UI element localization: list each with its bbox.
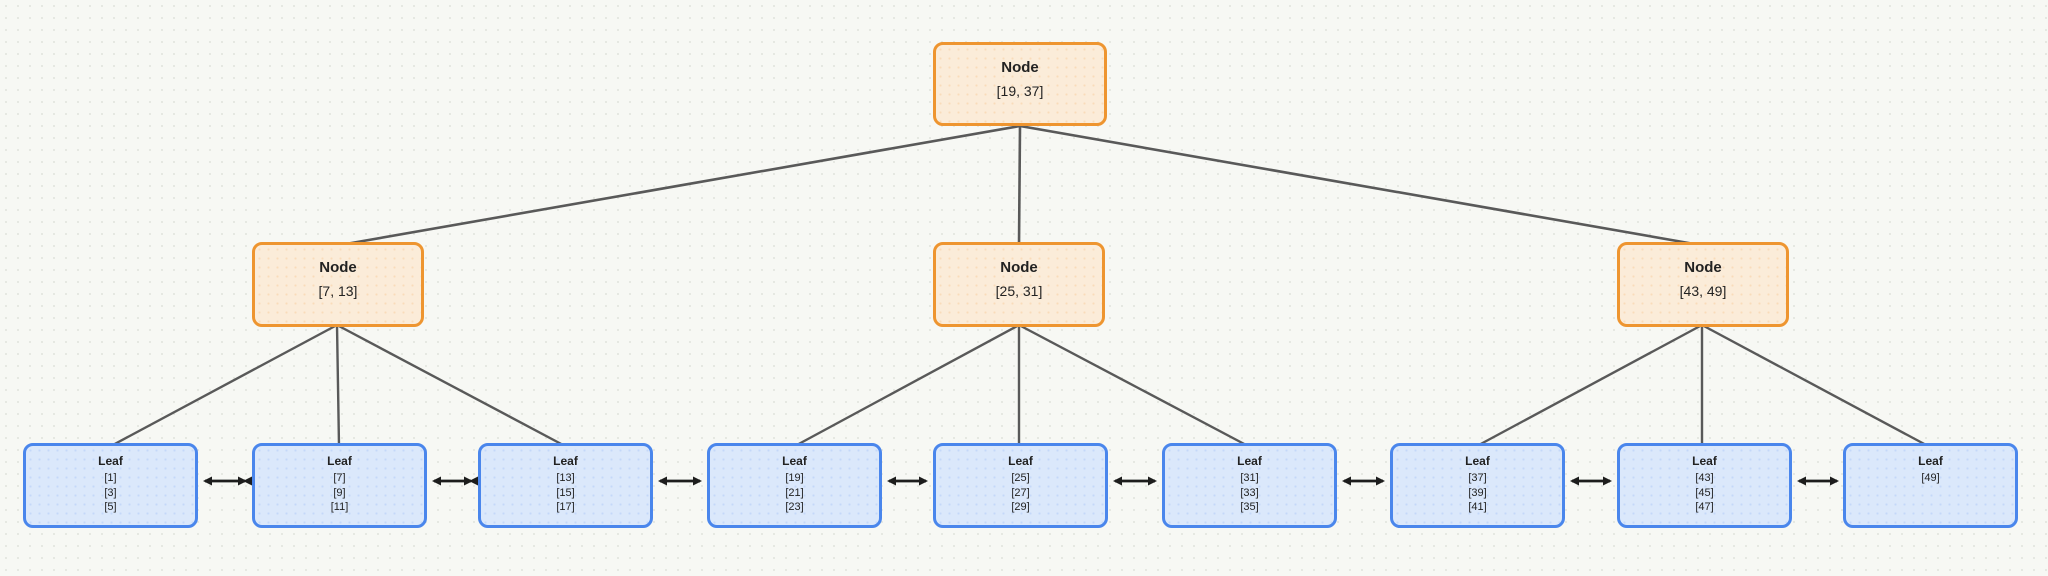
leaf-value: [47]	[1695, 501, 1714, 513]
node-label: Node	[1000, 259, 1038, 276]
leaf-label: Leaf	[1692, 454, 1717, 468]
node-keys: [43, 49]	[1679, 283, 1727, 299]
internal-node-1: Node [7, 13]	[252, 242, 424, 327]
node-keys: [7, 13]	[318, 283, 358, 299]
leaf-value: [13]	[556, 472, 575, 484]
leaf-label: Leaf	[1465, 454, 1490, 468]
leaf-value: [5]	[104, 501, 117, 513]
leaf-label: Leaf	[553, 454, 578, 468]
leaf-label: Leaf	[1008, 454, 1033, 468]
node-label: Node	[319, 259, 357, 276]
internal-node-3: Node [43, 49]	[1617, 242, 1789, 327]
leaf-label: Leaf	[327, 454, 352, 468]
leaf-value: [37]	[1468, 472, 1487, 484]
leaf-value: [49]	[1921, 472, 1940, 484]
root-child-edges	[339, 124, 1701, 247]
leaf-node-7: Leaf [37] [39] [41]	[1390, 443, 1565, 528]
leaf-value: [41]	[1468, 501, 1487, 513]
leaf-value: [31]	[1240, 472, 1259, 484]
leaf-value: [15]	[556, 486, 575, 499]
root-node: Node [19, 37]	[933, 42, 1107, 126]
leaf-value: [25]	[1011, 472, 1030, 484]
leaf-label: Leaf	[1918, 454, 1943, 468]
leaf-value: [3]	[104, 486, 117, 499]
leaf-node-5: Leaf [25] [27] [29]	[933, 443, 1108, 528]
leaf-value: [33]	[1240, 486, 1259, 499]
leaf-node-4: Leaf [19] [21] [23]	[707, 443, 882, 528]
leaf-node-6: Leaf [31] [33] [35]	[1162, 443, 1337, 528]
leaf-value: [35]	[1240, 501, 1259, 513]
internal2-leaf-edges	[794, 323, 1249, 448]
node-keys: [25, 31]	[995, 283, 1043, 299]
leaf-value: [45]	[1695, 486, 1714, 499]
leaf-value: [29]	[1011, 501, 1030, 513]
leaf-value: [27]	[1011, 486, 1030, 499]
leaf-value: [9]	[333, 486, 346, 499]
leaf-value: [19]	[785, 472, 804, 484]
node-label: Node	[1684, 259, 1722, 276]
leaf-value: [39]	[1468, 486, 1487, 499]
leaf-label: Leaf	[1237, 454, 1262, 468]
leaf-label: Leaf	[98, 454, 123, 468]
internal1-leaf-edges	[110, 323, 566, 448]
node-keys: [19, 37]	[996, 83, 1044, 99]
leaf-node-9: Leaf [49]	[1843, 443, 2018, 528]
leaf-node-1: Leaf [1] [3] [5]	[23, 443, 198, 528]
leaf-value: [11]	[330, 501, 349, 513]
leaf-value: [17]	[556, 501, 575, 513]
node-label: Node	[1001, 59, 1039, 76]
leaf-value: [1]	[104, 472, 117, 484]
internal3-leaf-edges	[1476, 323, 1929, 448]
leaf-value: [23]	[785, 501, 804, 513]
leaf-value: [21]	[785, 486, 804, 499]
leaf-value: [43]	[1695, 472, 1714, 484]
leaf-node-8: Leaf [43] [45] [47]	[1617, 443, 1792, 528]
leaf-node-2: Leaf [7] [9] [11]	[252, 443, 427, 528]
internal-node-2: Node [25, 31]	[933, 242, 1105, 327]
leaf-label: Leaf	[782, 454, 807, 468]
leaf-node-3: Leaf [13] [15] [17]	[478, 443, 653, 528]
leaf-value: [7]	[333, 472, 346, 484]
